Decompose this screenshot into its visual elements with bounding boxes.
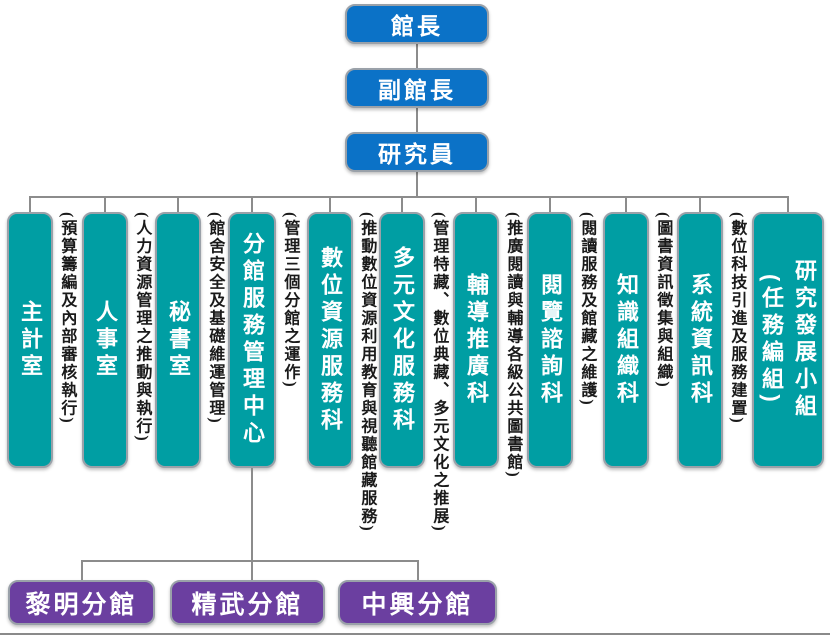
node-deputy-director-label: 副館長	[378, 77, 456, 103]
note-branch-service-center: (管理三個分館之運作)	[281, 212, 299, 389]
connector-stub	[699, 196, 701, 213]
node-personnel-office: 人事室	[82, 212, 128, 468]
connector-stub	[81, 560, 83, 580]
node-systems-information: 系統資訊科	[677, 212, 723, 468]
node-secretariat-label: 秘書室	[166, 299, 191, 381]
connector-stub	[625, 196, 627, 213]
node-reading-consultation: 閱覽諮詢科	[527, 212, 573, 468]
note-reading-consultation: (閱讀服務及館藏之維護)	[578, 212, 596, 407]
note-digital-resources: (推動數位資源利用教育與視聽館藏服務)	[358, 212, 376, 533]
node-liming-branch: 黎明分館	[8, 580, 155, 625]
node-director-label: 館長	[391, 13, 443, 39]
connector-deputy-researcher	[416, 107, 418, 133]
node-zhongxing-branch-label: 中興分館	[361, 590, 474, 619]
note-guidance-promotion: (推廣閱讀與輔導各級公共圖書館)	[504, 212, 522, 479]
connector-stub	[401, 196, 403, 213]
node-director: 館長	[345, 4, 489, 44]
node-multicultural-services: 多元文化服務科	[379, 212, 425, 468]
note-systems-information: (數位科技引進及服務建置)	[728, 212, 746, 425]
note-secretariat: (館舍安全及基礎維運管理)	[206, 212, 224, 425]
note-personnel-office: (人力資源管理之推動與執行)	[133, 212, 151, 443]
connector-center-to-branches	[251, 468, 253, 580]
connector-stub	[475, 196, 477, 213]
connector-stub	[29, 196, 31, 213]
connector-stub	[549, 196, 551, 213]
node-digital-resources: 數位資源服務科	[307, 212, 353, 468]
node-research-development: 研究發展小組(任務編組)	[752, 212, 824, 468]
connector-stub	[104, 196, 106, 213]
note-accounting-office: (預算籌編及內部審核執行)	[58, 212, 76, 425]
node-branch-service-center-label: 分館服務管理中心	[240, 232, 265, 448]
node-knowledge-organization: 知識組織科	[603, 212, 649, 468]
node-researcher: 研究員	[345, 132, 489, 172]
node-guidance-promotion: 輔導推廣科	[453, 212, 499, 468]
node-jingwu-branch: 精武分館	[170, 580, 325, 625]
node-digital-resources-label: 數位資源服務科	[318, 245, 343, 435]
connector-stub	[787, 196, 789, 213]
node-reading-consultation-label: 閱覽諮詢科	[538, 272, 563, 408]
node-zhongxing-branch: 中興分館	[338, 580, 497, 625]
note-multicultural-services: (管理特藏、數位典藏、多元文化之推展)	[430, 212, 448, 533]
node-personnel-office-label: 人事室	[93, 299, 118, 381]
connector-researcher-departments	[416, 171, 418, 198]
node-multicultural-services-label: 多元文化服務科	[390, 245, 415, 435]
connector-stub	[251, 196, 253, 213]
node-researcher-label: 研究員	[378, 141, 456, 167]
note-knowledge-organization: (圖書資訊徵集與組織)	[654, 212, 672, 389]
node-systems-information-label: 系統資訊科	[688, 272, 713, 408]
connector-department-rail	[29, 196, 789, 198]
node-research-development-label: 研究發展小組(任務編組)	[759, 259, 817, 421]
node-accounting-office-label: 主計室	[18, 299, 43, 381]
node-deputy-director: 副館長	[345, 68, 489, 108]
node-liming-branch-label: 黎明分館	[25, 590, 138, 619]
bottom-divider	[0, 633, 830, 635]
node-branch-service-center: 分館服務管理中心	[228, 212, 276, 468]
node-knowledge-organization-label: 知識組織科	[614, 272, 639, 408]
connector-stub	[417, 560, 419, 580]
node-guidance-promotion-label: 輔導推廣科	[464, 272, 489, 408]
connector-branch-rail	[81, 560, 419, 562]
node-jingwu-branch-label: 精武分館	[191, 590, 304, 619]
connector-stub	[177, 196, 179, 213]
connector-director-deputy	[416, 43, 418, 69]
connector-stub	[329, 196, 331, 213]
node-accounting-office: 主計室	[7, 212, 53, 468]
node-secretariat: 秘書室	[155, 212, 201, 468]
